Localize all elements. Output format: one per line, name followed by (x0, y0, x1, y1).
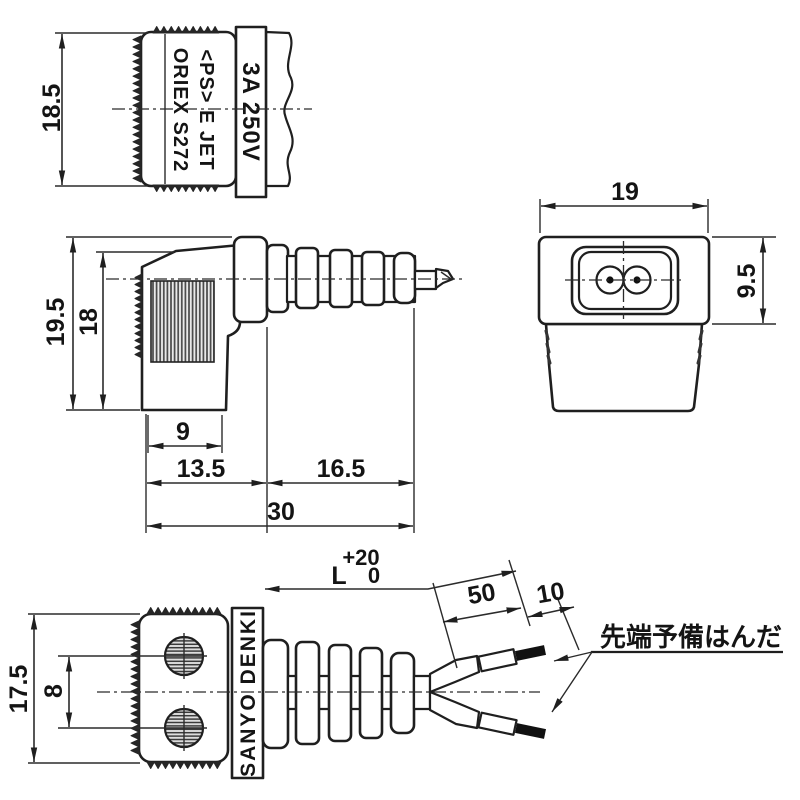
front-knurl-ticks (544, 329, 704, 365)
rear-endcap (389, 651, 416, 735)
knurl-side-left (134, 273, 143, 359)
dim-side-overall-height: 19.5 (42, 298, 70, 347)
rear-rib2 (327, 643, 353, 743)
dim-grip-width: 9 (176, 418, 190, 446)
presolder-note: 先端予備はんだ (600, 622, 782, 652)
knurl-rear-left (130, 620, 140, 755)
wire-lower-insulation (477, 711, 518, 736)
dim-cable-tol-lower: 0 (368, 563, 380, 588)
dim-bushing-length: 16.5 (317, 455, 366, 483)
side-rib1 (294, 246, 320, 310)
dim-strip-length: 50 (465, 578, 497, 610)
dim-body-length: 13.5 (177, 455, 226, 483)
side-cable-stub (413, 269, 438, 291)
dim-side-body-height: 18 (75, 308, 103, 336)
dim-cable-length: L (331, 562, 346, 590)
wire-lower-solder-tip (515, 723, 546, 739)
dim-hole-pitch: 8 (40, 684, 68, 698)
dim-solder-tip-length: 10 (534, 577, 566, 609)
rating-label: 3A 250V (237, 62, 264, 162)
dim-cable-tol-upper: +20 (342, 545, 379, 570)
knurl-rear-top (146, 607, 222, 615)
rear-collar (261, 638, 290, 750)
pin-left (606, 276, 614, 284)
brand-label: ORIEX S272 (169, 48, 191, 173)
dim-rear-height: 17.5 (5, 665, 33, 714)
maker-label: SANYO DENKI (237, 609, 260, 777)
cable-break (264, 30, 294, 188)
rear-rib1 (294, 640, 321, 746)
view-top: ORIEX S272 <PS> E JET 3A 250V 18.5 (38, 25, 312, 199)
knurl-rear-bottom (146, 761, 222, 769)
dim-top-height: 18.5 (38, 84, 66, 133)
wire-upper-solder-tip (515, 645, 546, 661)
knurl-top (152, 26, 220, 34)
side-endcap (392, 251, 417, 305)
knurl-bottom (152, 184, 220, 192)
rear-rib3 (358, 646, 384, 740)
dim-overall-length: 30 (267, 498, 295, 526)
view-front: 19 9.5 (537, 178, 776, 413)
dim-face-width: 19 (611, 178, 639, 206)
view-side: 19.5 18 9 13.5 16.5 30 (42, 235, 463, 533)
wire-upper-insulation (477, 648, 518, 673)
front-body (544, 322, 704, 413)
wire-lower-funnel (428, 690, 481, 730)
dim-face-height: 9.5 (733, 264, 761, 299)
knurl-left (132, 35, 142, 183)
rating-band (234, 25, 268, 199)
view-rear: SANYO DENKI 17.5 8 L +20 0 (5, 545, 783, 780)
ps-mark-label: <PS> E JET (195, 49, 217, 170)
grip-hatch (150, 280, 215, 363)
